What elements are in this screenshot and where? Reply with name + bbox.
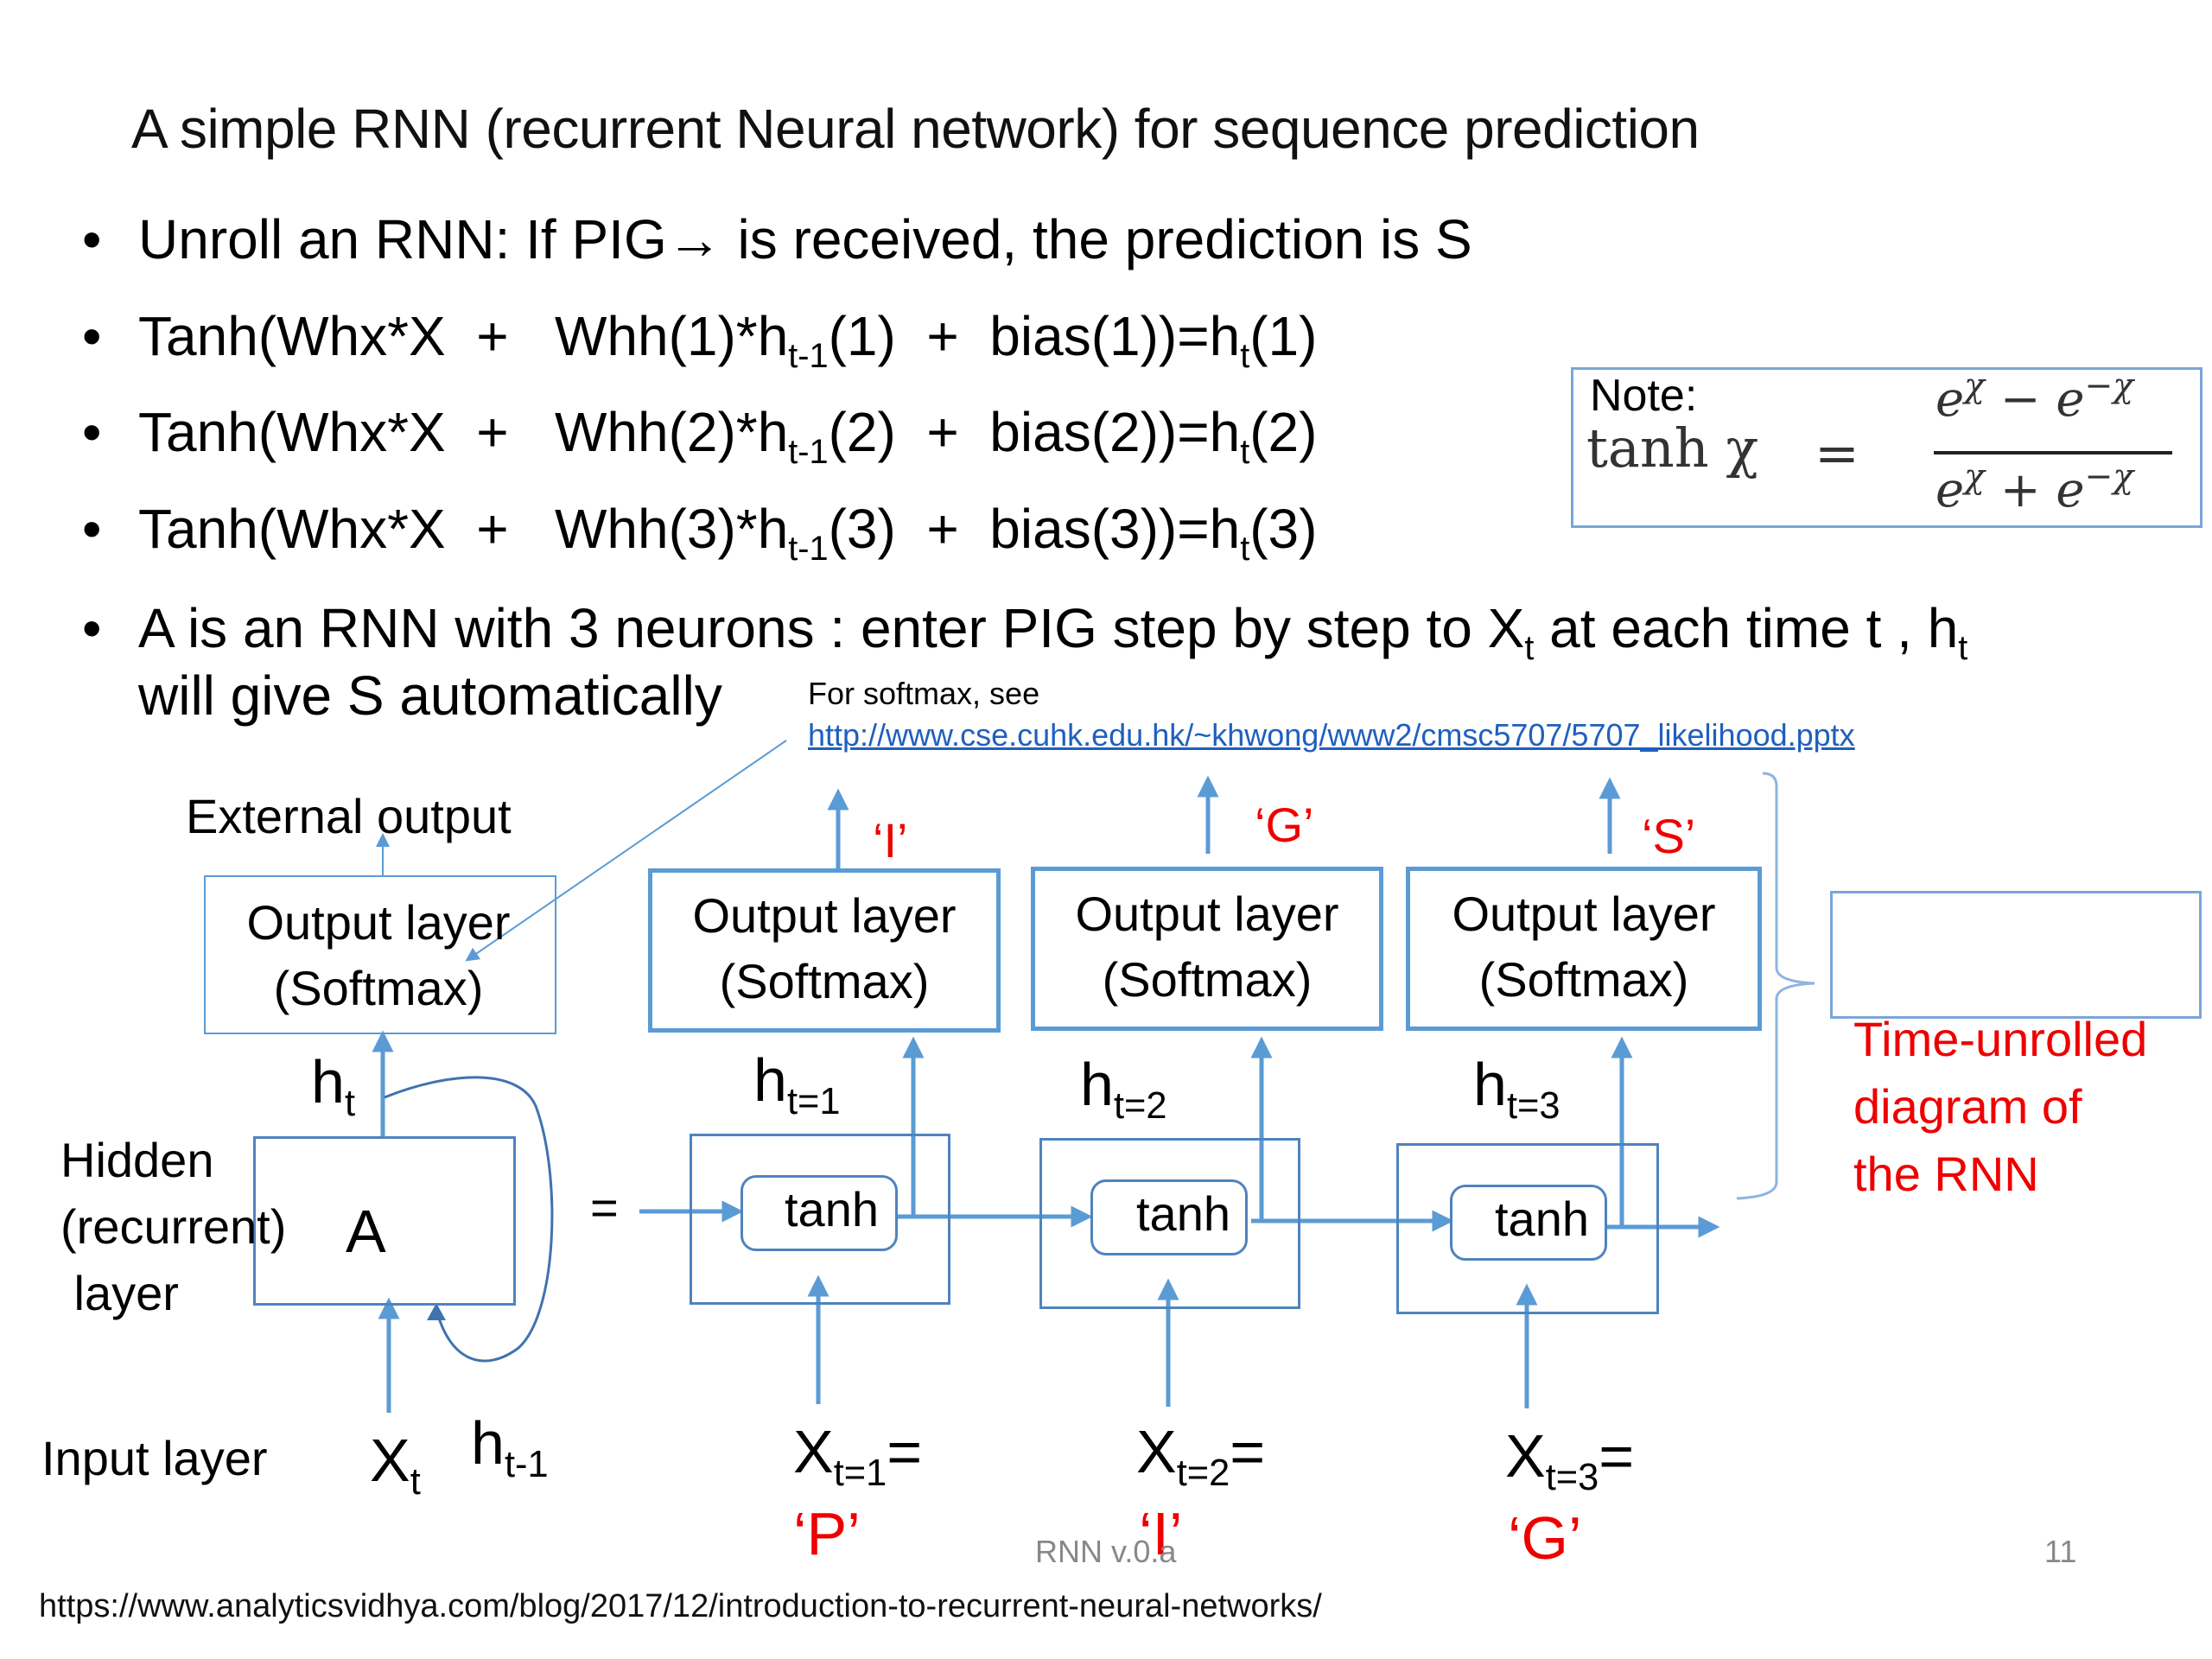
output-layer-2-line2: (Softmax) (1102, 952, 1313, 1007)
fraction-bar (1934, 451, 2172, 454)
bullet-description-line2: will give S automatically (138, 664, 722, 727)
x-step-1-label: Xt=1= (793, 1418, 923, 1495)
output-layer-3-line1: Output layer (1452, 887, 1716, 941)
unrolled-label-box (1830, 891, 2202, 1019)
h-prev-label: ht-1 (471, 1409, 549, 1486)
xt-label: Xt (370, 1427, 421, 1503)
hidden-cell-a (253, 1136, 516, 1306)
output-layer-box-folded (204, 875, 556, 1034)
hidden-cell-a-label: A (346, 1198, 386, 1265)
hidden-label-line2: (recurrent) (60, 1199, 287, 1254)
note-label: Note: (1590, 371, 1698, 421)
brace (1736, 772, 1815, 1200)
input-char-1: ‘P’ (793, 1500, 861, 1567)
input-char-2: ‘I’ (1139, 1500, 1183, 1567)
h-step-3-label: ht=3 (1473, 1051, 1560, 1128)
unrolled-label-line3: the RNN (1853, 1147, 2039, 1201)
version-label: RNN v.0.a (1035, 1534, 1177, 1569)
output-layer-3-line2: (Softmax) (1478, 952, 1689, 1007)
output-layer-1-line2: (Softmax) (719, 954, 930, 1008)
unrolled-label-line2: diagram of (1853, 1079, 2082, 1134)
output-layer-folded-line1: Output layer (246, 895, 511, 950)
output-layer-folded-line2: (Softmax) (273, 961, 484, 1015)
tanh-node-3 (1450, 1185, 1607, 1261)
bullet-equation-3: •Tanh(Whx*X + Whh(3)*ht-1(3) + bias(3))=… (82, 498, 1318, 568)
rnn-cell-3 (1396, 1143, 1659, 1314)
hidden-label-line3: layer (60, 1266, 179, 1320)
output-layer-1-line1: Output layer (692, 888, 957, 943)
tanh-label-1: tanh (785, 1182, 879, 1236)
tanh-label-2: tanh (1136, 1186, 1230, 1241)
x-step-2-label: Xt=2= (1136, 1418, 1266, 1495)
bullet-equation-2: •Tanh(Whx*X + Whh(2)*ht-1(2) + bias(2))=… (82, 401, 1318, 471)
fraction-denominator: eχ + e−χ (1936, 457, 2134, 518)
note-equals: = (1815, 422, 1859, 485)
output-layer-box-1 (648, 868, 1001, 1033)
tanh-node-1 (741, 1175, 898, 1251)
hidden-label-line1: Hidden (60, 1133, 214, 1187)
bullet-description: •A is an RNN with 3 neurons : enter PIG … (82, 597, 1968, 667)
output-char-3: ‘S’ (1642, 809, 1696, 863)
tanh-label-3: tanh (1495, 1192, 1589, 1246)
output-char-1: ‘I’ (873, 813, 908, 868)
page-number: 11 (2044, 1534, 2077, 1569)
output-char-2: ‘G’ (1255, 798, 1314, 852)
slide-title: A simple RNN (recurrent Neural network) … (131, 98, 1700, 160)
recurrent-loop (384, 1076, 554, 1363)
ht-label: ht (311, 1048, 355, 1125)
tanh-node-2 (1090, 1179, 1248, 1255)
unrolled-label-line1: Time-unrolled (1853, 1012, 2148, 1066)
h-step-2-label: ht=2 (1080, 1051, 1167, 1128)
tanh-note-box (1571, 367, 2202, 528)
x-step-3-label: Xt=3= (1505, 1422, 1635, 1499)
fraction-numerator: eχ − e−χ (1936, 366, 2134, 428)
softmax-note: For softmax, see (808, 676, 1040, 711)
equals-sign: = (590, 1180, 619, 1235)
output-layer-2-line1: Output layer (1075, 887, 1339, 941)
bullet-unroll: •Unroll an RNN: If PIG→ is received, the… (82, 208, 1472, 270)
h-step-1-label: ht=1 (753, 1046, 841, 1123)
output-layer-box-3 (1406, 867, 1762, 1031)
bullet-dot: • (82, 208, 102, 270)
source-url[interactable]: https://www.analyticsvidhya.com/blog/201… (39, 1588, 1322, 1624)
rnn-cell-1 (690, 1134, 950, 1305)
bullet-equation-1: •Tanh(Whx*X + Whh(1)*ht-1(1) + bias(1))=… (82, 305, 1318, 375)
input-char-3: ‘G’ (1508, 1504, 1582, 1572)
softmax-link[interactable]: http://www.cse.cuhk.edu.hk/~khwong/www2/… (808, 717, 1855, 753)
recurrent-loop-arrowhead (427, 1303, 446, 1320)
external-output-label: External output (186, 789, 512, 843)
output-layer-box-2 (1031, 867, 1383, 1031)
tanh-lhs: tanh χ (1586, 416, 1759, 480)
softmax-pointer-line (465, 740, 787, 962)
arrow-right-icon: → (666, 208, 722, 270)
input-layer-label: Input layer (41, 1431, 268, 1485)
rnn-cell-2 (1039, 1138, 1300, 1309)
